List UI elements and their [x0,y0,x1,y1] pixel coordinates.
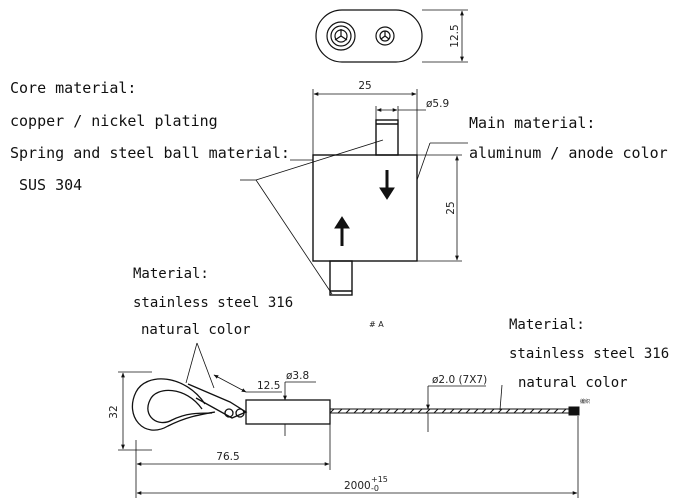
spring-material-title: Spring and steel ball material: [10,144,290,162]
cap-height-label: 12.5 [449,24,461,47]
sleeve-diameter-label: ø3.8 [286,370,309,382]
body-height-label: 25 [445,201,457,214]
sleeve-diameter-dimension [283,381,316,436]
core-material-title: Core material: [10,79,137,97]
hook-height-label: 32 [108,405,120,418]
hook-offset-label: 12.5 [257,380,280,392]
cap-height-dimension [422,9,468,63]
total-length-tol-lower: -0 [371,484,379,493]
hook-material-value: stainless steel 316 [133,295,294,311]
core-material-value: copper / nickel plating [10,112,218,130]
pin-diameter-dimension [375,106,426,120]
hook-length-label: 76.5 [216,451,239,463]
hook-offset-dimension [213,374,282,393]
pin-diameter-label: ø5.9 [426,98,449,110]
body-height-dimension [417,154,462,262]
cable-material-color: natural color [518,375,628,391]
hook-material-title: Material: [133,266,209,282]
hook-thimble [131,378,331,431]
main-material-value: aluminum / anode color [469,144,668,162]
main-material-title: Main material: [469,114,596,132]
spring-material-value: SUS 304 [19,176,83,194]
cable-diameter-dimension [426,385,486,432]
cable [329,406,580,416]
hook-leader-lines [185,342,503,411]
cable-material-value: stainless steel 316 [509,346,670,362]
body-width-dimension [312,89,418,155]
end-mark: 编织 [580,398,590,405]
hook-height-dimension [118,371,152,451]
cable-diameter-label: ø2.0 (7X7) [432,374,487,386]
top-view-cap [315,9,423,63]
hook-length-dimension [135,424,331,470]
hook-material-color: natural color [141,322,251,338]
body-width-label: 25 [358,80,371,92]
total-length-tol-upper: +15 [371,475,388,484]
total-length-dimension [135,416,579,498]
total-length-label: 2000 [344,480,371,492]
section-mark: # A [369,320,384,329]
cable-material-title: Material: [509,317,585,333]
body-leader-lines [240,139,468,295]
main-body [312,119,418,296]
direction-arrows [334,170,395,246]
